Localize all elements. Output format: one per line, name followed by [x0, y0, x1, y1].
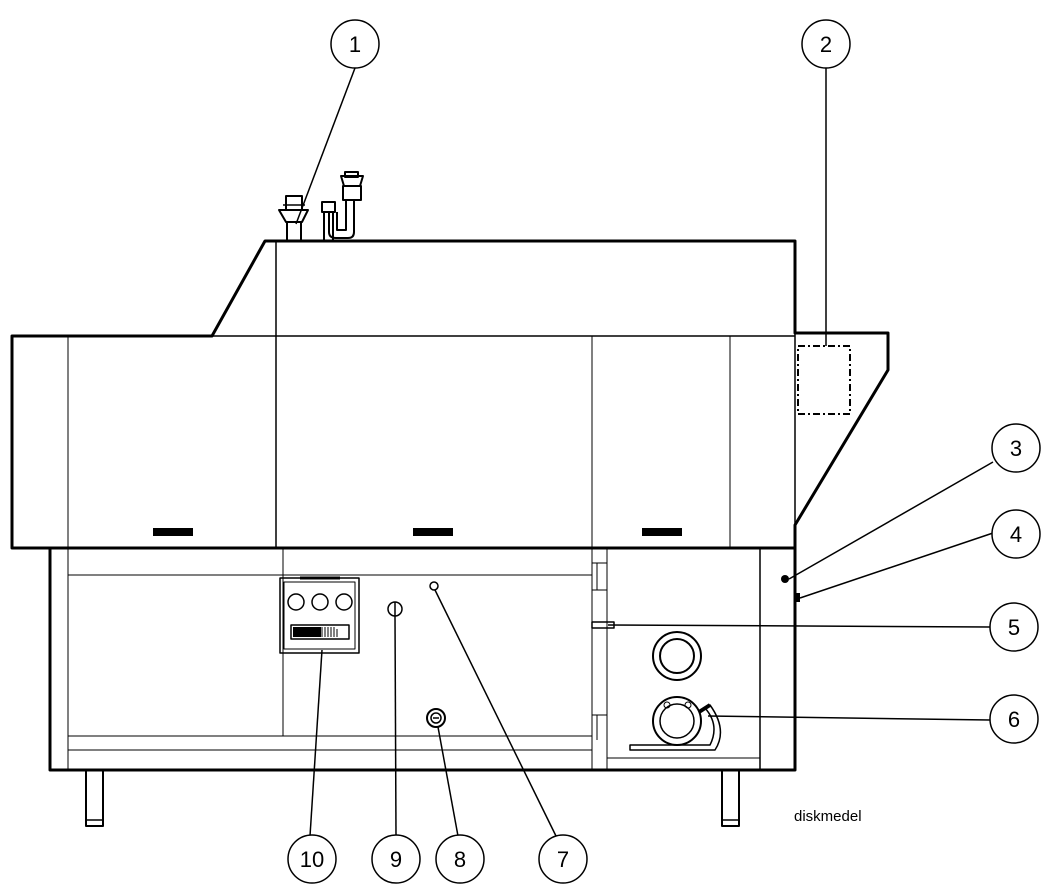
callout-label: 7	[557, 847, 569, 872]
leader-line-5	[607, 624, 991, 628]
leader-line-4	[799, 532, 994, 599]
leg	[85, 769, 104, 827]
control-dial	[335, 593, 353, 611]
caption-label: diskmedel	[794, 808, 862, 825]
leader-line-9	[394, 615, 397, 837]
callout-6: 6	[989, 694, 1039, 744]
callout-8: 8	[435, 834, 485, 884]
dashed-component-box	[797, 345, 851, 415]
side-knob	[795, 593, 800, 602]
hood-handle	[642, 528, 682, 536]
control-dial	[287, 593, 305, 611]
callout-label: 5	[1008, 615, 1020, 640]
leg	[721, 769, 740, 827]
callout-label: 6	[1008, 707, 1020, 732]
upper-ring	[652, 631, 702, 681]
callout-label: 8	[454, 847, 466, 872]
callout-label: 4	[1010, 522, 1022, 547]
callout-2: 2	[801, 19, 851, 69]
callout-1: 1	[330, 19, 380, 69]
hood-handle	[153, 528, 193, 536]
leader-line-6	[707, 715, 991, 721]
callout-label: 3	[1010, 436, 1022, 461]
control-dial	[311, 593, 329, 611]
callout-3: 3	[991, 423, 1041, 473]
sensor-dot	[781, 575, 789, 583]
leader-lines	[295, 67, 994, 837]
callout-4: 4	[991, 509, 1041, 559]
leader-line-10	[309, 649, 323, 837]
leader-line-7	[434, 589, 557, 837]
hood-handle	[413, 528, 453, 536]
callout-label: 9	[390, 847, 402, 872]
lower-cabinet	[48, 548, 800, 772]
pipe-fittings	[278, 171, 364, 242]
callout-5: 5	[989, 602, 1039, 652]
callout-7: 7	[538, 834, 588, 884]
callout-9: 9	[371, 834, 421, 884]
display-bar	[290, 624, 350, 640]
small-port	[429, 581, 439, 591]
leader-line-1	[295, 67, 356, 225]
callout-label: 1	[349, 32, 361, 57]
right-compartment-parts	[591, 621, 722, 751]
drain-plug	[426, 708, 446, 728]
callout-label: 2	[820, 32, 832, 57]
control-panel	[279, 576, 360, 654]
tank-fittings	[387, 581, 446, 728]
callout-label: 10	[300, 847, 324, 872]
upper-housing	[10, 239, 890, 550]
leader-line-3	[788, 461, 994, 580]
callout-10: 10	[287, 834, 337, 884]
legs	[85, 769, 740, 827]
callouts: 1 2 3 4 5 6 7 8	[287, 19, 1041, 884]
leader-line-8	[437, 726, 459, 837]
